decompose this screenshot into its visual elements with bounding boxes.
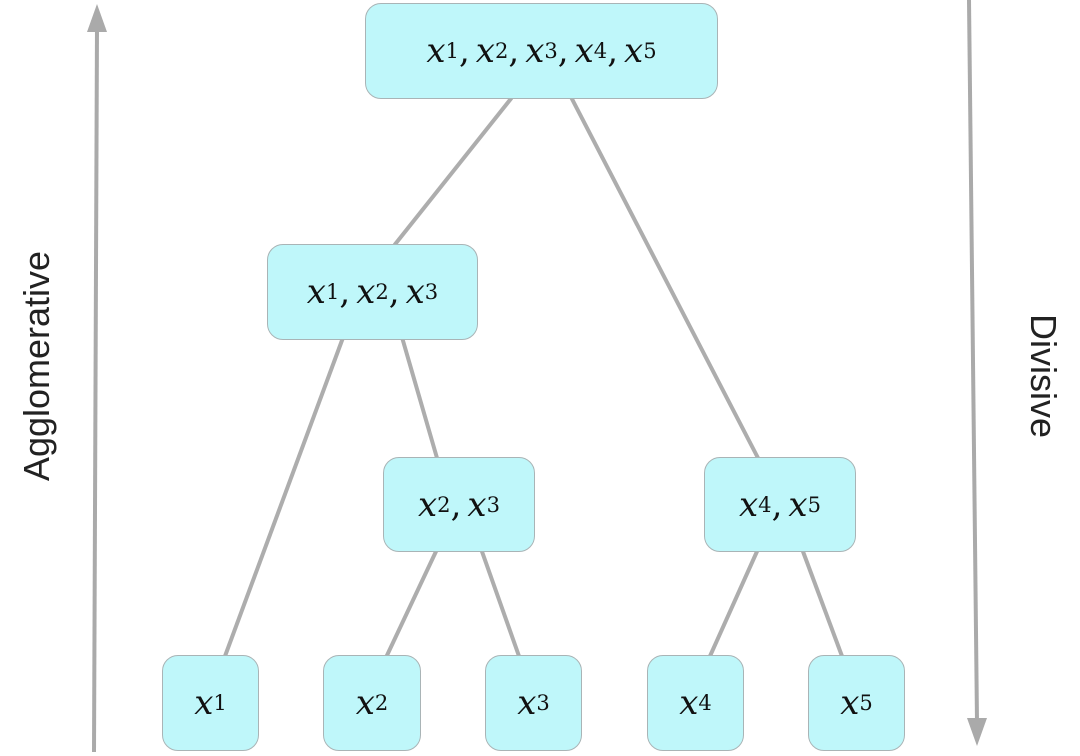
edge-line [384,550,439,657]
divisive-label: Divisive [1023,313,1064,439]
variable-symbol: x [525,31,545,71]
variable-symbol: x [306,272,326,312]
variable-symbol: x [679,683,699,723]
agglomerative-arrow-shaft [92,25,99,753]
edge-line [223,338,345,657]
edge-line [400,338,439,459]
variable-symbol: x [355,683,375,723]
agglomerative-arrowhead-icon [87,4,107,32]
variable-symbol: x [356,272,376,312]
separator-comma: , [557,31,569,71]
arrows-layer [87,0,987,753]
divisive-arrowhead-icon [967,718,987,746]
separator-comma: , [450,484,462,525]
separator-comma: , [771,484,783,525]
variable-symbol: x [840,683,860,723]
variable-symbol: x [417,484,438,525]
variable-symbol: x [788,484,808,525]
variable-symbol: x [517,683,537,723]
separator-comma: , [508,31,520,71]
divisive-arrow-shaft [967,0,979,723]
agglomerative-label: Agglomerative [16,250,57,482]
edge-line [800,550,844,657]
variable-symbol: x [405,272,425,312]
variable-symbol: x [467,484,487,525]
edges-layer [223,96,844,657]
variable-symbol: x [194,683,214,723]
variable-symbol: x [574,31,594,71]
variable-symbol: x [475,31,495,71]
separator-comma: , [458,31,470,71]
variable-symbol: x [426,31,446,71]
variable-symbol: x [624,31,644,71]
variable-symbol: x [738,484,759,525]
separator-comma: , [607,31,619,71]
edge-line [479,550,521,657]
separator-comma: , [339,272,351,312]
edge-line [392,96,514,247]
edge-line [708,550,760,657]
edge-line [569,97,760,459]
separator-comma: , [388,272,400,312]
